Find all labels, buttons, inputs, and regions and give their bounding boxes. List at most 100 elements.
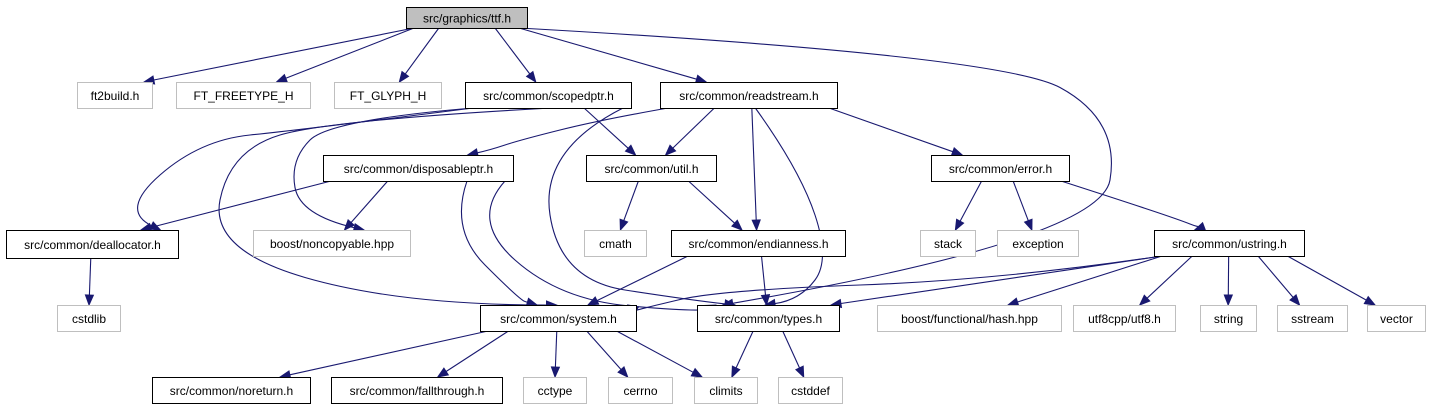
edge-ustring-to-types (829, 255, 1163, 309)
edge-scopedptr-to-system (218, 107, 558, 310)
node-ustring[interactable]: src/common/ustring.h (1154, 230, 1305, 257)
node-box (77, 82, 153, 109)
edge-line (285, 27, 415, 79)
node-box (323, 155, 514, 182)
edge-line (350, 180, 389, 223)
node-label: cstddef (791, 384, 830, 398)
node-util[interactable]: src/common/util.h (586, 155, 717, 182)
edge-arrowhead (617, 366, 629, 379)
edge-ttf-h-to-scopedptr (494, 27, 537, 84)
node-label: src/common/scopedptr.h (483, 89, 614, 103)
edge-line (840, 255, 1163, 305)
edge-readstream-to-util (664, 107, 715, 156)
node-box (1277, 305, 1348, 332)
edge-arrowhead (795, 365, 805, 379)
edge-arrowhead (586, 296, 600, 306)
node-error[interactable]: src/common/error.h (931, 155, 1070, 182)
edge-line (88, 257, 92, 296)
node-label: vector (1380, 312, 1413, 326)
edge-line (751, 107, 757, 221)
edge-line (635, 255, 1163, 311)
edge-arrowhead (525, 70, 537, 84)
edge-line (218, 107, 552, 306)
node-string: string (1200, 305, 1257, 332)
edge-ttf-h-to-ft2build (142, 27, 415, 85)
node-label: cctype (538, 384, 573, 398)
node-box (660, 82, 838, 109)
node-system[interactable]: src/common/system.h (480, 305, 637, 332)
node-box (6, 230, 179, 259)
node-ttf-h[interactable]: src/graphics/ttf.h (406, 7, 528, 29)
edge-system-to-cerrno (586, 330, 629, 379)
node-label: cerrno (623, 384, 657, 398)
node-box (694, 377, 758, 404)
node-deallocator[interactable]: src/common/deallocator.h (6, 230, 179, 259)
edge-arrowhead (1138, 294, 1151, 306)
edge-readstream-to-error (828, 107, 964, 156)
edge-arrowhead (619, 218, 629, 232)
edge-line (477, 107, 669, 154)
edge-arrowhead (760, 294, 771, 307)
node-label: ft2build.h (91, 89, 140, 103)
node-box (406, 7, 528, 29)
node-label: FT_FREETYPE_H (193, 89, 293, 103)
node-box (57, 305, 121, 332)
node-box (152, 377, 311, 404)
edge-ustring-to-utf8 (1138, 255, 1193, 306)
edge-line (554, 330, 558, 368)
edge-line (489, 180, 707, 311)
node-box (697, 305, 840, 332)
node-ft-glyph: FT_GLYPH_H (334, 82, 442, 109)
edge-ustring-to-vector (1287, 255, 1377, 306)
node-box (877, 305, 1062, 332)
node-label: src/common/util.h (604, 162, 698, 176)
node-fallthrough[interactable]: src/common/fallthrough.h (331, 377, 503, 404)
edge-system-to-cctype (550, 330, 561, 379)
node-cmath: cmath (584, 230, 647, 257)
edge-disposableptr-to-deallocator (139, 180, 332, 232)
edge-line (445, 330, 509, 372)
node-endianness[interactable]: src/common/endianness.h (671, 230, 846, 257)
node-label: src/common/noreturn.h (170, 384, 293, 398)
edge-arrowhead (1363, 295, 1377, 306)
node-label: climits (709, 384, 742, 398)
node-noreturn[interactable]: src/common/noreturn.h (152, 377, 311, 404)
edge-arrowhead (731, 219, 743, 231)
edge-ttf-h-to-ft-freetype (275, 27, 415, 83)
edge-arrowhead (690, 367, 704, 378)
node-label: cstdlib (72, 312, 106, 326)
edge-system-to-fallthrough (436, 330, 509, 378)
edge-ustring-to-sstream (1257, 255, 1301, 307)
edge-line (1146, 255, 1193, 299)
edge-arrowhead (694, 74, 708, 84)
node-readstream[interactable]: src/common/readstream.h (660, 82, 838, 109)
edge-line (1012, 180, 1029, 221)
node-box (586, 155, 717, 182)
edge-scopedptr-to-util (583, 107, 637, 156)
node-disposableptr[interactable]: src/common/disposableptr.h (323, 155, 514, 182)
edge-line (959, 180, 983, 222)
node-cctype: cctype (523, 377, 587, 404)
edge-error-to-exception (1012, 180, 1033, 232)
node-label: sstream (1291, 312, 1334, 326)
node-label: src/common/error.h (949, 162, 1052, 176)
edge-line (754, 107, 823, 305)
edge-arrowhead (751, 219, 761, 232)
edge-line (494, 27, 531, 75)
node-noncopyable: boost/noncopyable.hpp (253, 230, 411, 257)
edge-line (828, 107, 953, 153)
node-box (480, 305, 637, 332)
edge-line (548, 107, 726, 305)
node-scopedptr[interactable]: src/common/scopedptr.h (465, 82, 632, 109)
node-types[interactable]: src/common/types.h (697, 305, 840, 332)
node-label: FT_GLYPH_H (350, 89, 426, 103)
node-label: boost/functional/hash.hpp (901, 312, 1038, 326)
edge-ttf-h-to-readstream (518, 27, 708, 84)
node-cstddef: cstddef (778, 377, 843, 404)
edge-line (153, 27, 415, 81)
edge-arrowhead (664, 144, 677, 156)
edge-endianness-to-system (586, 255, 689, 306)
edge-system-to-climits (616, 330, 704, 378)
edge-arrowhead (550, 366, 561, 379)
edge-ustring-to-hash (1006, 255, 1163, 307)
